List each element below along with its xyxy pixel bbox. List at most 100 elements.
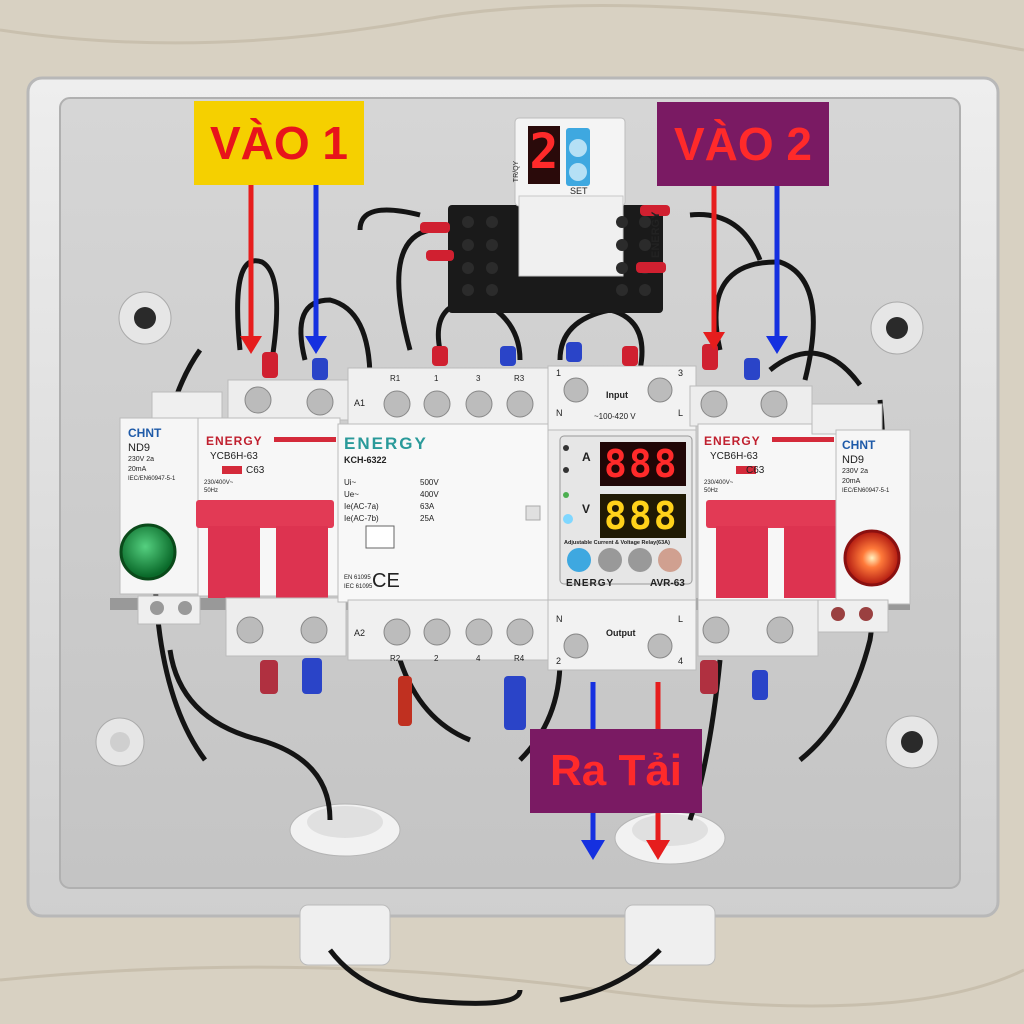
avr-l-bot: L xyxy=(678,614,684,624)
arrow-input2-blue xyxy=(766,186,788,354)
avr-input-label: Input xyxy=(606,390,628,400)
mcb-left-model: YCB6H-63 xyxy=(210,451,258,462)
breaker-handle-left-pole1[interactable] xyxy=(208,526,260,598)
mcb-right-spec2: 50Hz xyxy=(704,488,719,494)
relay-up-button[interactable] xyxy=(569,139,587,157)
avr-back-button[interactable] xyxy=(567,548,591,572)
avr-down-button[interactable] xyxy=(628,548,652,572)
label-output-text: Ra Tải xyxy=(549,746,683,795)
mcb-right-rating: C63 xyxy=(746,465,765,476)
label-input1: VÀO 1 xyxy=(194,101,364,185)
mcb-right-brand: ENERGY xyxy=(704,434,761,448)
ampere-display xyxy=(600,442,686,486)
avr-up-button[interactable] xyxy=(598,548,622,572)
avr-output-label: Output xyxy=(606,628,636,638)
contactor-term-4: 4 xyxy=(476,654,481,663)
breaker-handle-right-pole2[interactable] xyxy=(784,526,836,598)
contactor-a1: A1 xyxy=(354,398,366,408)
rcbo-left-brand: CHNT xyxy=(128,426,162,440)
contactor-std2: IEC 61095 xyxy=(344,584,373,590)
avr-t3: 3 xyxy=(678,368,684,378)
avr-n-top: N xyxy=(556,408,563,418)
arrow-input1-red xyxy=(240,184,262,354)
avr-volt-digits: 888 xyxy=(604,494,679,538)
label-output: Ra Tải xyxy=(530,729,702,813)
relay-model: TR/QY xyxy=(513,160,521,183)
relay-set-button[interactable] xyxy=(569,163,587,181)
avr-volt-unit: V xyxy=(582,502,591,516)
breaker-handle-right-pole1[interactable] xyxy=(716,526,768,598)
avr-t1: 1 xyxy=(556,368,562,378)
mcb-left-spec1: 230/400V~ xyxy=(204,480,234,486)
red-indicator-lamp xyxy=(843,529,901,587)
avr-brand: ENERGY xyxy=(566,578,615,589)
voltage-display xyxy=(600,494,686,538)
mcb-right-spec1: 230/400V~ xyxy=(704,480,734,486)
arrow-input1-blue xyxy=(305,184,327,354)
avr-set-button[interactable] xyxy=(658,548,682,572)
label-input2-text: VÀO 2 xyxy=(673,118,813,170)
contactor-term-3: 3 xyxy=(476,374,481,383)
rcbo-right xyxy=(811,403,911,633)
screw-terminal xyxy=(306,388,334,416)
relay-module xyxy=(420,117,670,313)
contactor-term-r1: R1 xyxy=(390,374,401,383)
avr-description: Adjustable Current & Voltage Relay(63A) xyxy=(564,540,670,546)
mcb-right xyxy=(689,385,844,657)
rcbo-left-standard: IEC/EN60947-5-1 xyxy=(128,476,176,482)
contactor-term-2: 2 xyxy=(434,654,439,663)
corner-screw-tl xyxy=(118,291,172,345)
contactor-a2: A2 xyxy=(354,628,366,638)
avr-t4: 4 xyxy=(678,656,684,666)
contactor-std1: EN 61095 xyxy=(344,575,371,581)
avr-l-top: L xyxy=(678,408,684,418)
avr-model: AVR-63 xyxy=(650,578,685,589)
rcbo-left xyxy=(119,391,223,625)
mcb-left-brand: ENERGY xyxy=(206,434,263,448)
arrow-input2-red xyxy=(703,186,725,350)
mcb-left-rating: C63 xyxy=(246,465,265,476)
relay-display xyxy=(528,126,560,184)
marble-vein xyxy=(0,3,1024,52)
contactor-spec-v2: 63A xyxy=(420,502,435,511)
corner-screw-tr xyxy=(870,301,924,355)
label-input1-text: VÀO 1 xyxy=(209,117,349,169)
marble-vein xyxy=(0,965,1024,1008)
mcb-left-spec2: 50Hz xyxy=(204,488,219,494)
contactor-term-r2: R2 xyxy=(390,654,401,663)
rcbo-right-standard: IEC/EN60947-5-1 xyxy=(842,488,890,494)
avr-amp-digits: 888 xyxy=(604,442,679,486)
relay-set-label: SET xyxy=(570,186,588,196)
contactor-spec-k1: Ue~ xyxy=(344,490,359,499)
screw-terminal xyxy=(244,386,272,414)
avr-relay xyxy=(547,365,697,671)
rcbo-right-spec1: 230V 2a xyxy=(842,468,869,475)
rcbo-left-model: ND9 xyxy=(128,442,151,454)
breaker-handle-left[interactable] xyxy=(196,500,334,528)
contactor-term-r4: R4 xyxy=(514,654,525,663)
rcbo-left-spec2: 20mA xyxy=(128,466,147,473)
contactor-term-1: 1 xyxy=(434,374,439,383)
contactor-brand: ENERGY xyxy=(344,434,428,453)
contactor-term-r3: R3 xyxy=(514,374,525,383)
mcb-right-model: YCB6H-63 xyxy=(710,451,758,462)
contactor-spec-v3: 25A xyxy=(420,514,435,523)
rcbo-right-model: ND9 xyxy=(842,454,865,466)
contactor-spec-k0: Ui~ xyxy=(344,478,357,487)
contactor xyxy=(337,367,549,661)
breaker-handle-left-pole2[interactable] xyxy=(276,526,328,598)
avr-range: ~100-420 V xyxy=(594,412,636,421)
contactor-model: KCH-6322 xyxy=(344,455,387,465)
corner-screw-br xyxy=(885,715,939,769)
contactor-spec-k2: Ie(AC-7a) xyxy=(344,502,379,511)
breaker-handle-right[interactable] xyxy=(706,500,844,528)
rcbo-right-brand: CHNT xyxy=(842,438,876,452)
mcb-left xyxy=(196,379,349,657)
cable-gland-right xyxy=(614,811,726,966)
rcbo-left-spec1: 230V 2a xyxy=(128,456,155,463)
green-indicator-lamp xyxy=(119,523,177,581)
corner-screw-bl xyxy=(95,717,145,767)
contactor-spec-k3: Ie(AC-7b) xyxy=(344,514,379,523)
